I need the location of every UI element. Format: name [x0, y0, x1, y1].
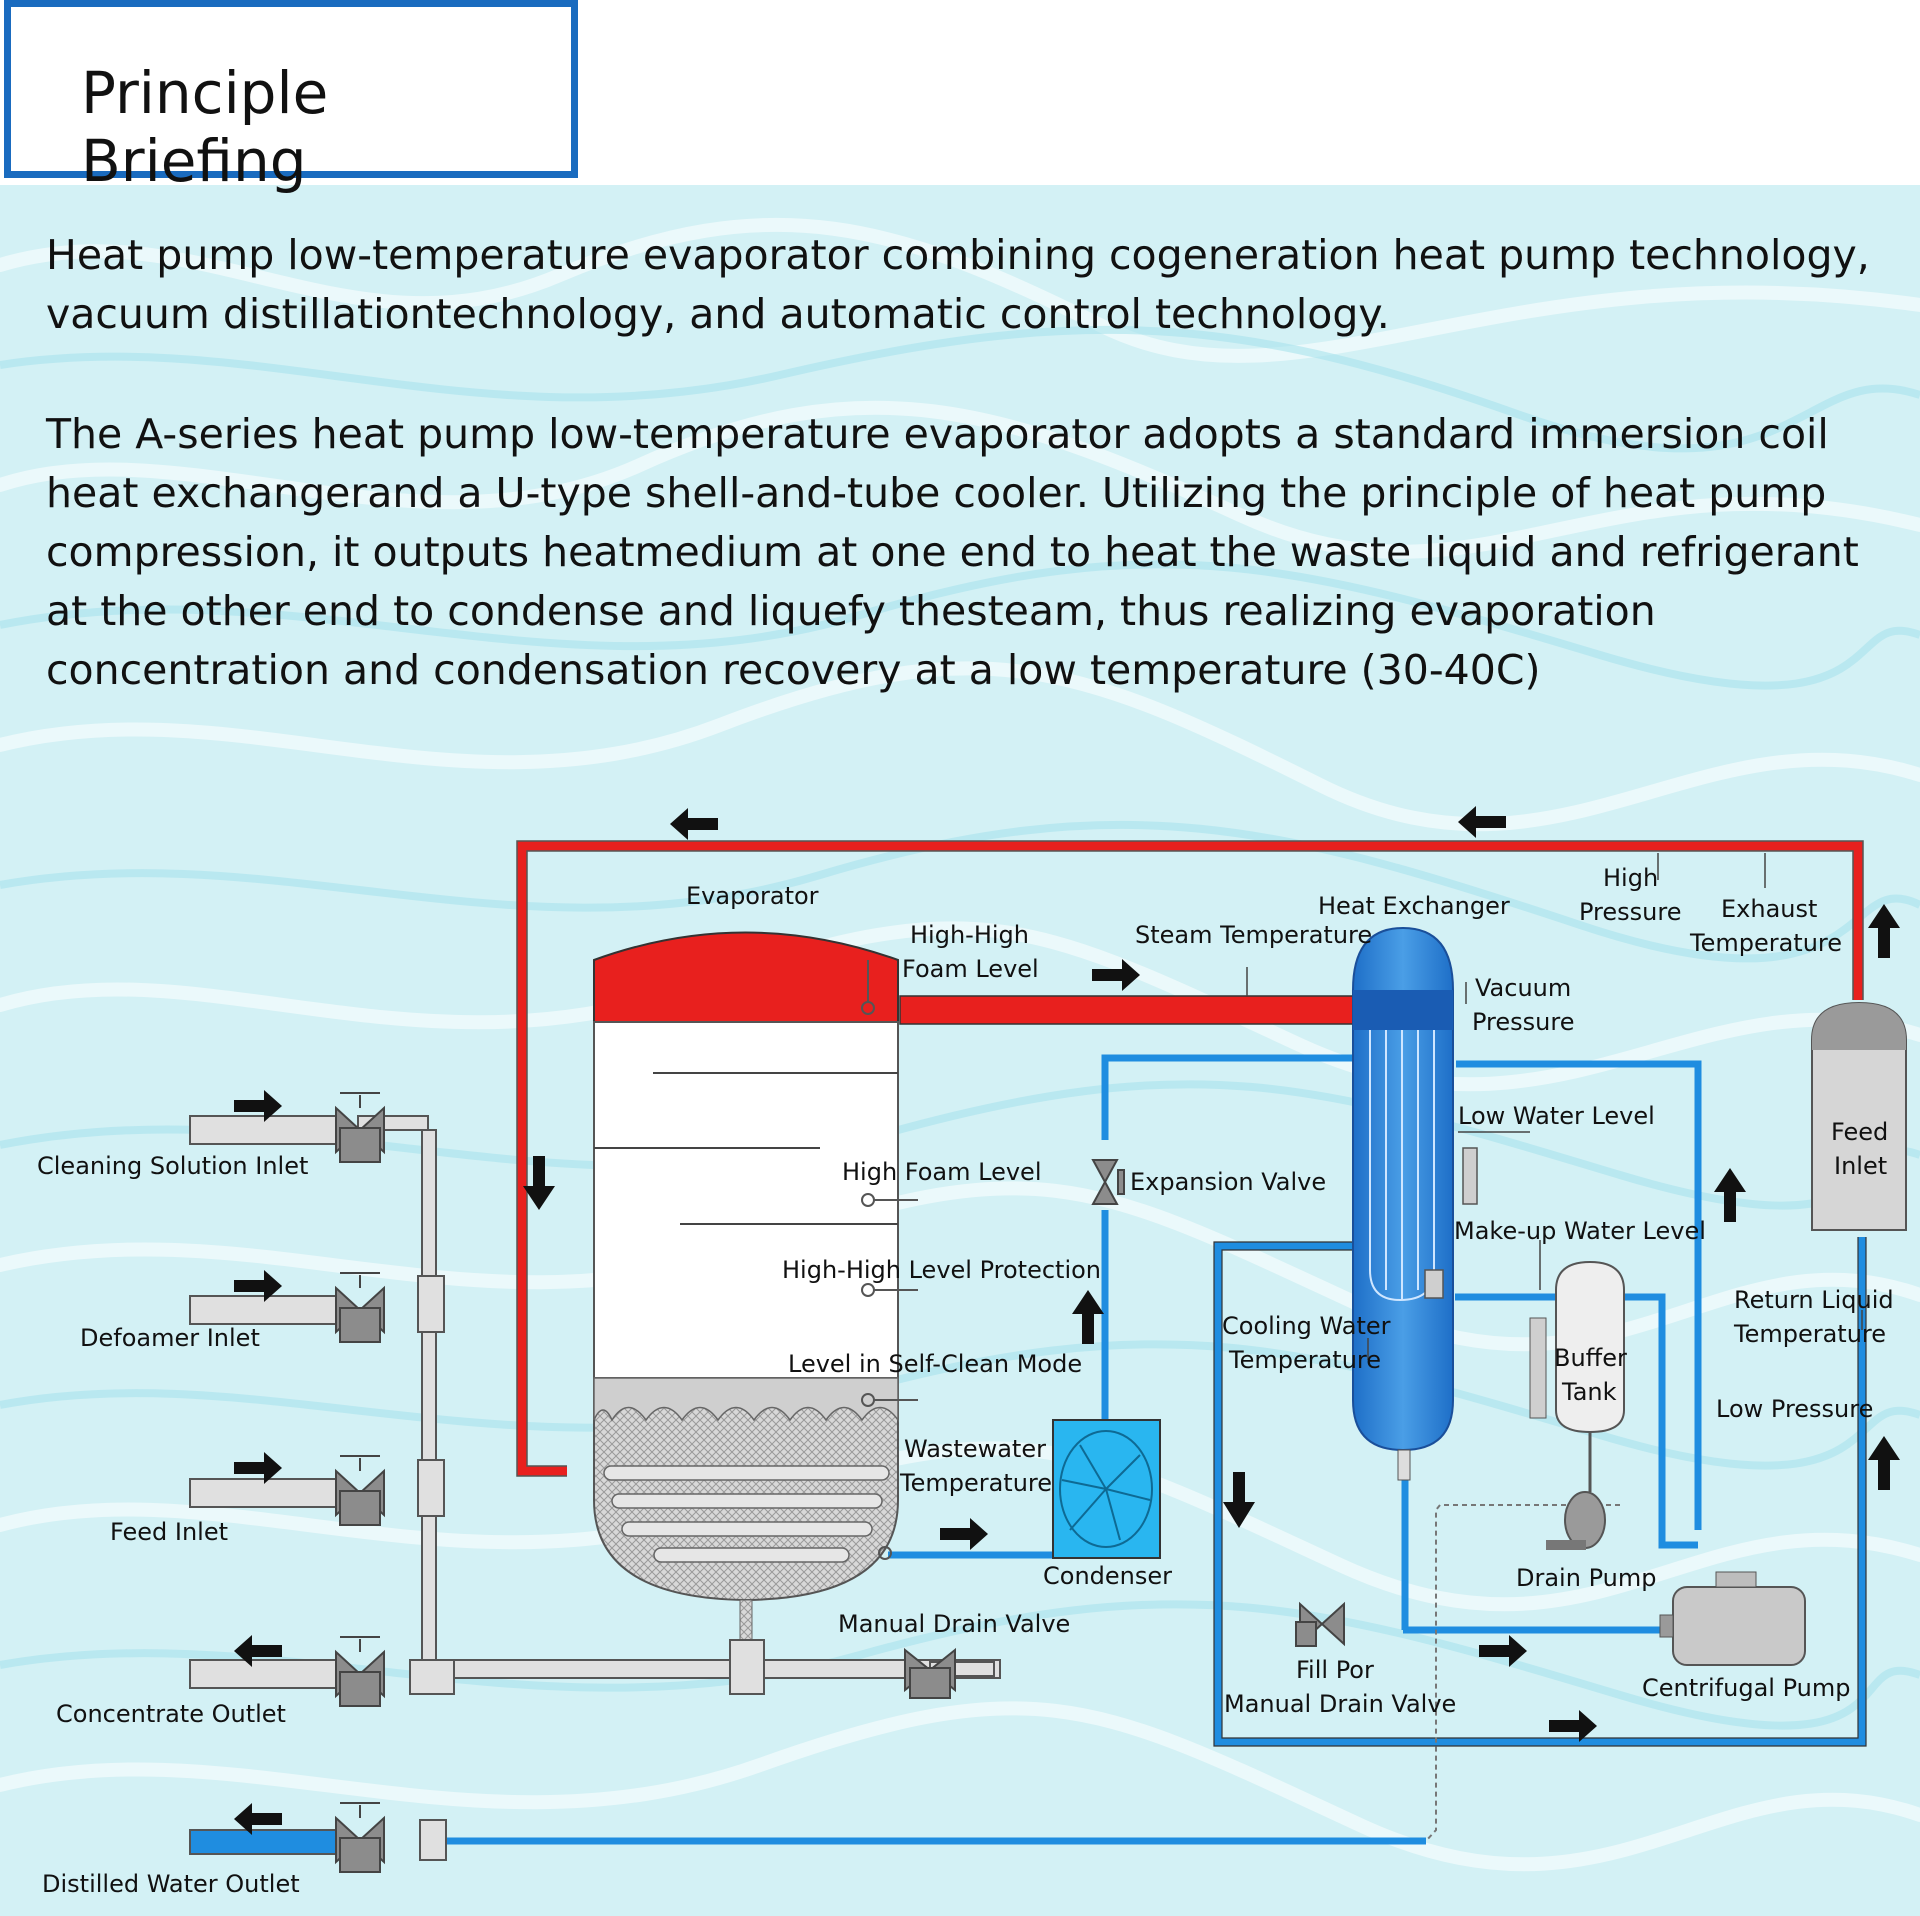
hot-pipe-loop-outline	[516, 840, 1864, 1477]
cold-pipe-outline	[1213, 1237, 1867, 1747]
label-condenser: Condenser	[1043, 1562, 1172, 1590]
label-buffer-tank-2: Tank	[1561, 1378, 1617, 1406]
label-wastewater-temp-1: Wastewater	[904, 1435, 1046, 1463]
diagram-labels: Evaporator High-High Foam Level Heat Exc…	[37, 864, 1894, 1898]
label-wastewater-temp-2: Temperature	[899, 1469, 1052, 1497]
leader-lines	[1246, 853, 1863, 1360]
valve-fill-port	[1295, 1601, 1345, 1647]
label-high-high-level-protection: High-High Level Protection	[782, 1256, 1101, 1284]
label-make-up-water-level: Make-up Water Level	[1454, 1217, 1706, 1245]
label-cleaning-solution-inlet: Cleaning Solution Inlet	[37, 1152, 308, 1180]
hot-pipe-loop	[517, 841, 1863, 1476]
label-cooling-water-temp-1: Cooling Water	[1222, 1312, 1391, 1340]
evaporator-vessel	[593, 931, 899, 1641]
condenser	[1052, 1419, 1161, 1559]
label-manual-drain-valve-1: Manual Drain Valve	[838, 1610, 1070, 1638]
label-drain-pump: Drain Pump	[1516, 1564, 1656, 1592]
valve-feed	[335, 1455, 385, 1526]
valves	[335, 1092, 1345, 1873]
label-low-water-level: Low Water Level	[1458, 1102, 1655, 1130]
label-heat-exchanger: Heat Exchanger	[1318, 892, 1510, 920]
intro-paragraph-1: Heat pump low-temperature evaporator com…	[46, 231, 1870, 338]
label-low-pressure: Low Pressure	[1716, 1395, 1873, 1423]
label-vacuum-pressure-1: Vacuum	[1475, 974, 1571, 1002]
dashed-drain-line	[1425, 1504, 1620, 1842]
feed-inlet-tank	[1811, 1001, 1907, 1231]
label-buffer-tank-1: Buffer	[1554, 1344, 1627, 1372]
label-manual-drain-valve-2: Manual Drain Valve	[1224, 1690, 1456, 1718]
background-marble	[0, 185, 1920, 1916]
valve-concentrate	[335, 1636, 385, 1707]
valve-distilled	[335, 1802, 385, 1873]
label-high-pressure-1: High	[1603, 864, 1658, 892]
intro-paragraph-2: The A-series heat pump low-temperature e…	[46, 410, 1859, 694]
label-exhaust-temp-1: Exhaust	[1721, 895, 1817, 923]
label-concentrate-outlet: Concentrate Outlet	[56, 1700, 286, 1728]
label-steam-temperature: Steam Temperature	[1135, 921, 1372, 949]
valve-manual-drain	[904, 1647, 956, 1699]
label-centrifugal-pump: Centrifugal Pump	[1642, 1674, 1850, 1702]
label-defoamer-inlet: Defoamer Inlet	[80, 1324, 260, 1352]
label-high-foam-level: High Foam Level	[842, 1158, 1042, 1186]
label-expansion-valve: Expansion Valve	[1130, 1168, 1326, 1196]
label-return-liquid-temp-1: Return Liquid	[1734, 1286, 1894, 1314]
distilled-pipe	[189, 1829, 337, 1855]
heat-exchanger	[1352, 926, 1454, 1481]
label-evaporator: Evaporator	[686, 882, 819, 910]
centrifugal-pump	[1659, 1571, 1806, 1666]
drain-pump	[1546, 1491, 1606, 1550]
valve-cleaning	[335, 1092, 385, 1163]
distilled-tee	[419, 1819, 447, 1861]
label-feed-inlet-right-2: Inlet	[1834, 1152, 1887, 1180]
label-high-high-foam-2: Foam Level	[902, 955, 1039, 983]
label-feed-inlet-right-1: Feed	[1831, 1118, 1888, 1146]
label-feed-inlet-left: Feed Inlet	[110, 1518, 228, 1546]
label-return-liquid-temp-2: Temperature	[1733, 1320, 1886, 1348]
label-level-self-clean: Level in Self-Clean Mode	[788, 1350, 1082, 1378]
valve-expansion	[1091, 1159, 1125, 1205]
buffer-tank	[1529, 1260, 1625, 1492]
title-box: Principle Briefing	[4, 0, 578, 195]
label-vacuum-pressure-2: Pressure	[1472, 1008, 1574, 1036]
flow-arrows	[234, 806, 1900, 1835]
label-fill-port: Fill Por	[1296, 1656, 1374, 1684]
valve-defoamer	[335, 1272, 385, 1343]
cold-pipe-loop	[446, 1054, 1866, 1845]
steam-pipe	[899, 995, 1357, 1025]
hx-gauges	[1424, 1147, 1478, 1299]
label-high-pressure-2: Pressure	[1579, 898, 1681, 926]
label-exhaust-temp-2: Temperature	[1689, 929, 1842, 957]
page-title: Principle Briefing	[81, 59, 329, 195]
label-cooling-water-temp-2: Temperature	[1228, 1346, 1381, 1374]
label-distilled-water-outlet: Distilled Water Outlet	[42, 1870, 300, 1898]
level-sensors	[861, 960, 918, 1560]
label-high-high-foam-1: High-High	[910, 921, 1029, 949]
